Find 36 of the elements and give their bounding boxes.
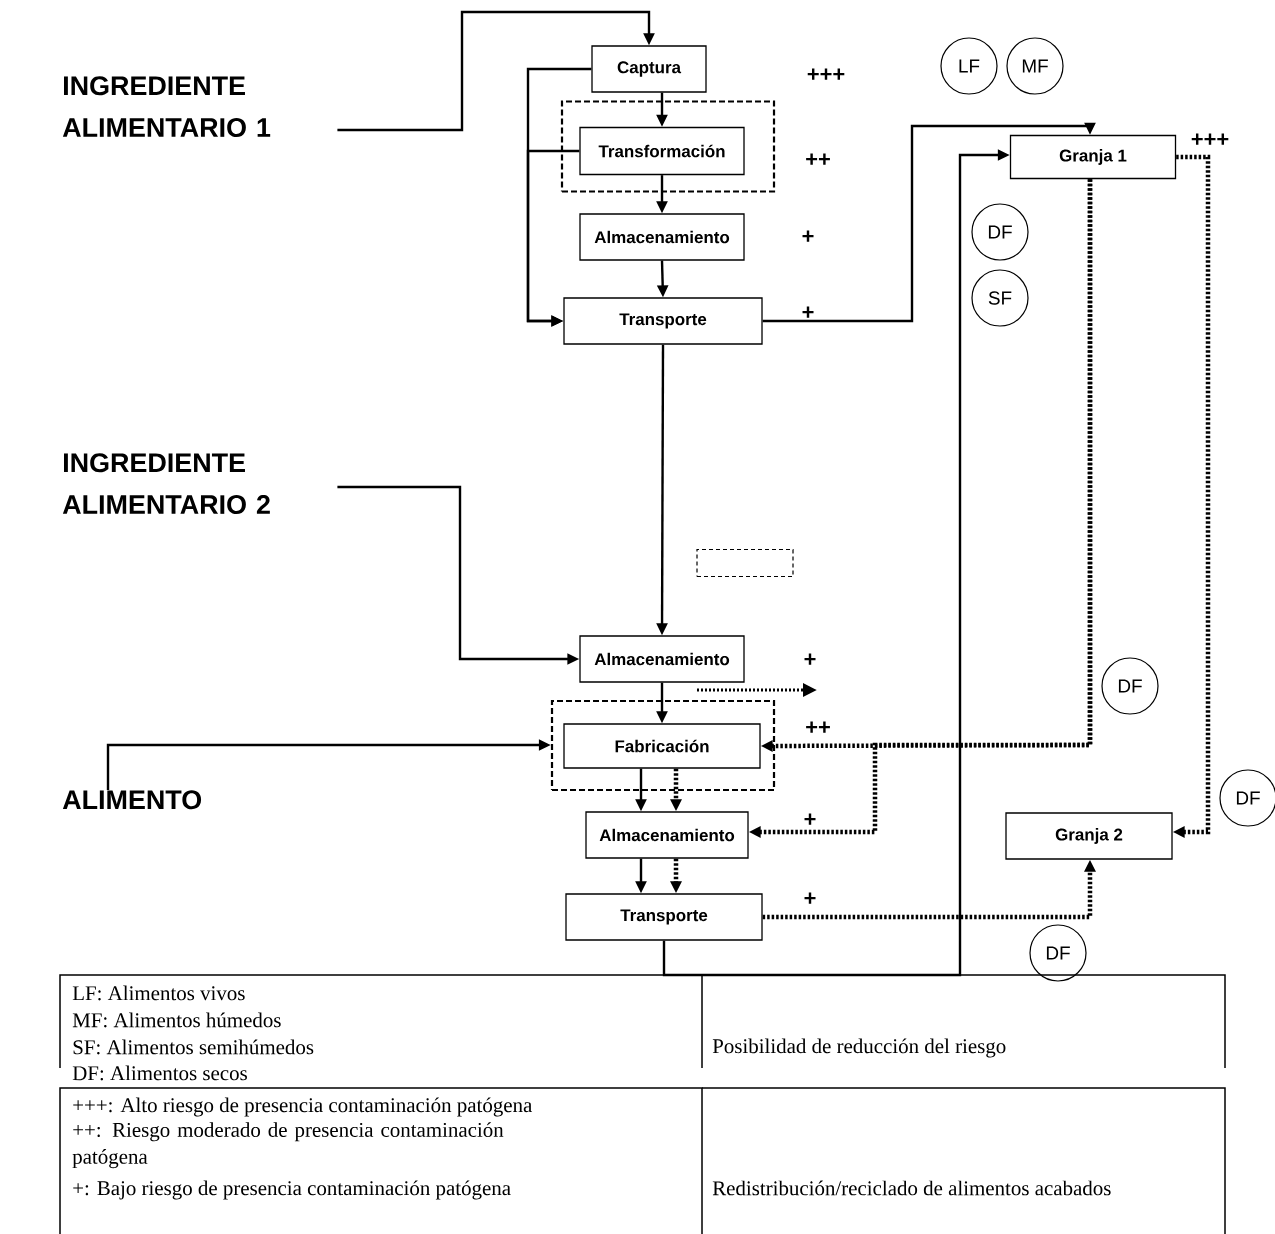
- process-box: Transformación: [579, 126, 745, 176]
- process-box: Almacenamiento: [585, 811, 749, 859]
- dashed-box: [696, 548, 794, 578]
- process-box: Granja 1: [1009, 134, 1177, 180]
- risk-mark: +: [804, 653, 816, 665]
- table-cell: Posibilidad de reducción del riesgo: [701, 974, 1226, 1069]
- risk-mark: +: [802, 306, 814, 318]
- process-box: Captura: [591, 45, 707, 93]
- risk-mark: +++: [1191, 133, 1229, 145]
- label: MF: Alimentos húmedos: [72, 1012, 281, 1028]
- heading: INGREDIENTE ALIMENTARIO 1: [62, 76, 271, 138]
- risk-mark: ++: [806, 153, 830, 165]
- label: LF: Alimentos vivos: [72, 985, 245, 1001]
- dashed-box: [550, 699, 776, 792]
- arrow: [762, 122, 1096, 323]
- heading: INGREDIENTE ALIMENTARIO 2: [62, 453, 270, 515]
- process-box: Almacenamiento: [579, 213, 745, 261]
- dashed-box: [560, 100, 776, 193]
- table-cell: LF: Alimentos vivos MF: Alimentos húmedos SF: Alimentos semihúmedos DF: Alimentos secos: [59, 974, 703, 1081]
- arrow: [526, 149, 580, 327]
- arrow: [337, 10, 655, 132]
- heading: ALIMENTO: [62, 790, 202, 810]
- process-box: Transporte: [565, 893, 763, 941]
- risk-mark: +: [802, 230, 814, 242]
- process-box: Almacenamiento: [579, 635, 745, 683]
- risk-mark: ++: [806, 721, 830, 733]
- risk-mark: +++: [807, 68, 845, 80]
- risk-mark: +: [804, 892, 816, 904]
- label: SF: Alimentos semihúmedos: [73, 1039, 314, 1055]
- process-box: Fabricación: [563, 723, 761, 769]
- process-box: Granja 2: [1005, 812, 1173, 860]
- risk-mark: +: [804, 813, 816, 825]
- table-cell: +++: Alto riesgo de presencia contaminación patógena ++: Riesgo moderado de presencia contaminación patógena +: Bajo riesgo de presencia contaminación patógena: [59, 1087, 703, 1234]
- table-cell: Redistribución/reciclado de alimentos acabados: [701, 1087, 1226, 1234]
- label: DF: Alimentos secos: [72, 1065, 247, 1081]
- process-box: Transporte: [563, 297, 763, 345]
